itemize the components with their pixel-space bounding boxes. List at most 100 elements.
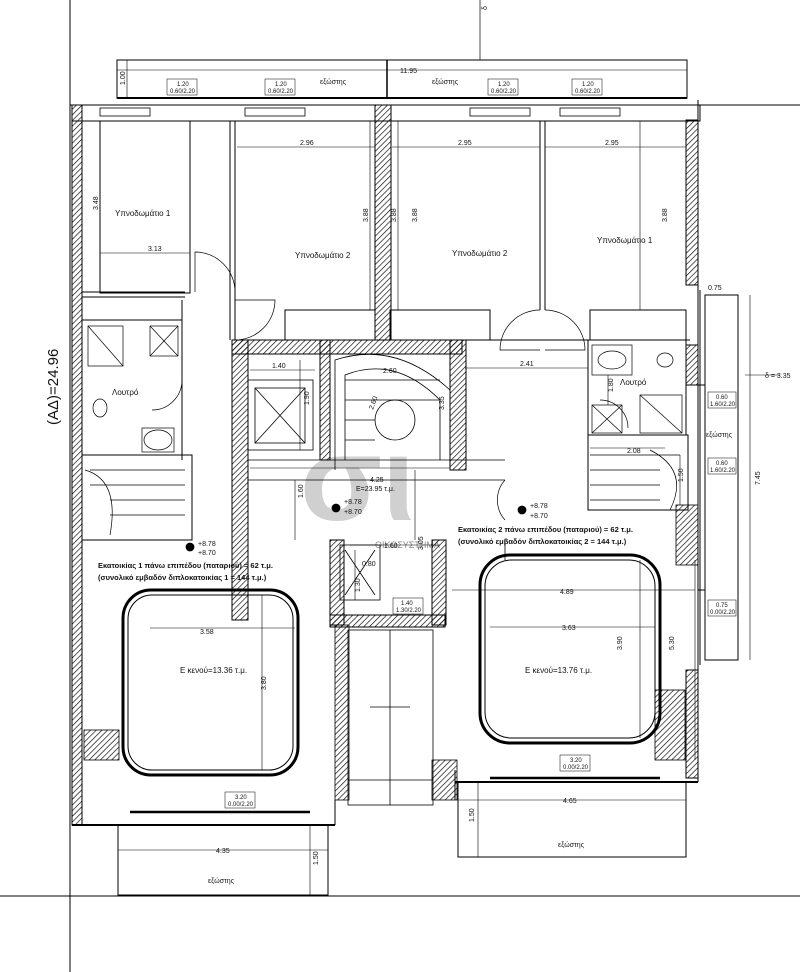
top-windows — [99, 107, 621, 117]
dim-stair-h: 3.35 — [439, 396, 446, 410]
window-tag-1b: 0.60/2.20 — [170, 89, 196, 95]
window-tag-9b: 1.60/2.20 — [710, 468, 736, 474]
dim-void-right-h: 3.90 — [617, 636, 624, 650]
dim-void-right-w: 3.63 — [562, 625, 576, 632]
balcony-bottom-left: εξώστης — [208, 877, 235, 885]
level-right-top: +8.78 — [530, 503, 548, 510]
dim-stair-r-w: 2.08 — [627, 448, 641, 455]
dim-delta-335: δ = 3.35 — [765, 373, 791, 380]
dim-corridor-r-w: 2.41 — [520, 361, 534, 368]
dim-balcony-bl-h: 1.50 — [313, 851, 320, 865]
dim-bedroom1-right-h: 3.88 — [662, 208, 669, 222]
unit1-note-line1: Εκατοικίας 1 πάνω επιπέδου (παταριού) = … — [98, 561, 273, 570]
window-tags: 1.20 0.60/2.20 1.20 0.60/2.20 1.20 0.60/… — [166, 78, 737, 809]
stair-left — [84, 469, 185, 536]
dim-shaft-w: 0.80 — [362, 561, 376, 568]
bottom-balconies — [117, 776, 687, 896]
dim-lobby-w: 4.25 — [370, 477, 384, 484]
side-balcony — [698, 290, 739, 665]
room-bath-right: Λουτρό — [620, 378, 647, 387]
balcony-top1: εξώστης — [320, 78, 347, 86]
dim-bedroom2-left-w: 2.96 — [300, 140, 314, 147]
dim-top-left-vertical: 1.00 — [120, 71, 127, 85]
dim-shaft-h: 1.30 — [355, 578, 362, 592]
dim-side-075: 0.75 — [708, 285, 722, 292]
window-tag-3a: 1.20 — [498, 82, 510, 88]
room-bedroom1-right: Υπνοδωμάτιο 1 — [597, 236, 653, 245]
balcony-side: εξώστης — [706, 431, 733, 439]
dim-void-left-w: 3.58 — [200, 629, 214, 636]
window-tag-6b: 0.00/2.20 — [563, 765, 589, 771]
void-right-label: Ε κενού=13.76 τ.μ. — [525, 666, 592, 675]
unit1-note-line2: (συνολικό εμβαδόν διπλοκατοικίας 1 = 144… — [98, 573, 267, 582]
dim-void-right-outer-w: 4.89 — [560, 589, 574, 596]
level-left-bottom: +8.70 — [198, 550, 216, 557]
voids — [121, 553, 662, 777]
window-tag-7a: 1.40 — [401, 601, 413, 607]
watermark-logo: σι — [300, 412, 415, 546]
window-tag-9a: 0.60 — [716, 461, 728, 467]
core-walls — [231, 339, 467, 628]
svg-text:σι: σι — [300, 412, 415, 546]
dim-bedroom2-left-h: 3.88 — [363, 208, 370, 222]
lower-center — [334, 540, 506, 806]
unit2-note-line2: (συνολικό εμβαδόν διπλοκατοικίας 2 = 144… — [458, 537, 627, 546]
room-bedroom2-left: Υπνοδωμάτιο 2 — [295, 251, 351, 260]
window-tag-5b: 0.00/2.20 — [228, 802, 254, 808]
dim-bedroom1-left-w: 3.13 — [148, 246, 162, 253]
dim-stair-diag: 2.60 — [368, 395, 379, 410]
dim-stair-w: 2.60 — [383, 368, 397, 375]
building-coefficient: (ΑΔ)=24.96 — [45, 349, 62, 425]
dim-bedroom1-right-w: 2.95 — [605, 140, 619, 147]
dim-top-right-delta: δ — [482, 6, 489, 10]
dim-lift-w: 1.40 — [272, 363, 286, 370]
lobby-area-label: Ε=23.95 τ.μ. — [356, 486, 395, 493]
window-tag-2b: 0.60/2.20 — [268, 89, 294, 95]
corner-hatches — [83, 504, 699, 761]
dim-balcony-bl-w: 4.35 — [216, 848, 230, 855]
dimension-lines — [99, 60, 780, 895]
dim-stair-r-h: 1.50 — [678, 468, 685, 482]
level-center-bottom: +8.70 — [344, 509, 362, 516]
window-tag-1a: 1.20 — [177, 82, 189, 88]
dim-top-total: 11.95 — [400, 68, 417, 75]
dim-passage-w: 1.60 — [384, 543, 398, 550]
window-tag-4a: 1.20 — [582, 82, 594, 88]
balcony-top2: εξώστης — [432, 78, 459, 86]
dim-bath-r-h: 1.80 — [608, 378, 615, 392]
window-tag-7b: 1.30/2.20 — [396, 608, 422, 614]
balcony-bottom-right: εξώστης — [558, 841, 585, 849]
dim-bedroom2-right-h: 3.88 — [412, 208, 419, 222]
dim-right-side-h: 5.30 — [669, 636, 676, 650]
window-tag-10b: 0.00/2.20 — [710, 610, 736, 616]
room-bedroom2-right: Υπνοδωμάτιο 2 — [452, 249, 508, 258]
top-balcony — [116, 59, 688, 99]
room-bedroom1-left: Υπνοδωμάτιο 1 — [115, 209, 171, 218]
dim-passage-h: 3.05 — [418, 536, 425, 550]
window-tag-10a: 0.75 — [716, 603, 728, 609]
room-bath-left: Λουτρό — [112, 388, 139, 397]
watermark-text: ΟΙΚΟΣΥΣΤΗΜΑ — [375, 540, 440, 550]
unit2-note-line1: Εκατοικίας 2 πάνω επιπέδου (παταριού) = … — [458, 525, 633, 534]
dim-void-left-h: 3.80 — [261, 676, 268, 690]
window-tag-4b: 0.60/2.20 — [575, 89, 601, 95]
window-tag-2a: 1.20 — [275, 82, 287, 88]
window-tag-8b: 1.60/2.20 — [710, 402, 736, 408]
dim-side-745: 7.45 — [755, 471, 762, 485]
interior-walls — [81, 104, 690, 541]
labels: Υπνοδωμάτιο 1 Υπνοδωμάτιο 2 Υπνοδωμάτιο … — [45, 6, 791, 885]
dim-bedroom1-left-h: 3.48 — [93, 196, 100, 210]
level-center-top: +8.78 — [344, 499, 362, 506]
dim-bedroom-mid-h: 3.88 — [391, 208, 398, 222]
level-right-bottom: +8.70 — [530, 513, 548, 520]
dim-balcony-br-w: 4.65 — [563, 798, 577, 805]
dim-lobby-h: 1.60 — [298, 484, 305, 498]
core-details — [247, 353, 505, 601]
level-markers — [185, 503, 527, 552]
stair-right — [590, 449, 680, 511]
dim-balcony-br-h: 1.50 — [469, 808, 476, 822]
bath-fixtures — [87, 325, 683, 453]
window-tag-3b: 0.60/2.20 — [491, 89, 517, 95]
dim-bedroom2-right-w: 2.95 — [458, 140, 472, 147]
